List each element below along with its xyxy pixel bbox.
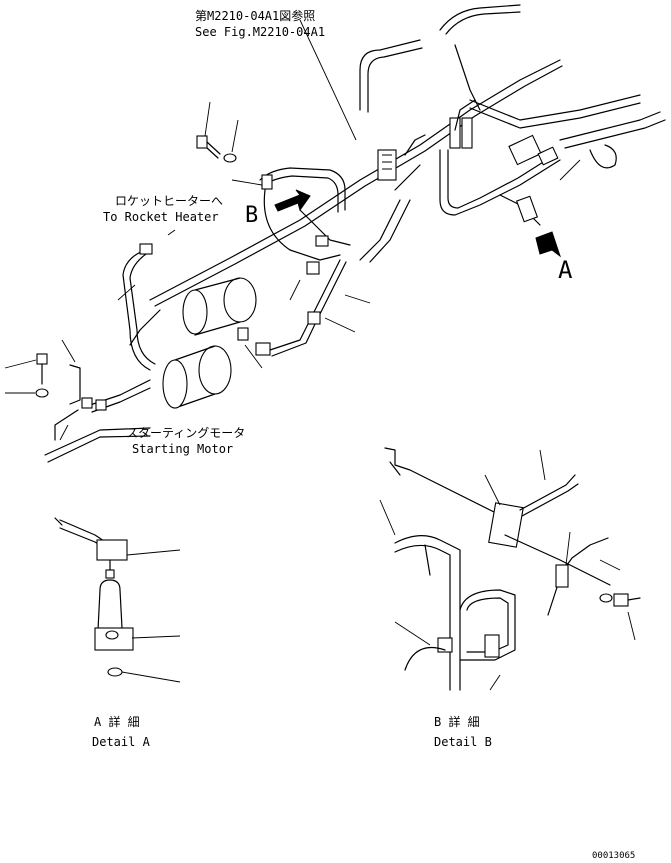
rocket-heater-label-jp: ロケットヒーターへ bbox=[115, 194, 223, 208]
main-harness-drawing bbox=[4, 4, 666, 463]
see-fig-label-jp: 第M2210-04A1図参照 bbox=[195, 8, 315, 23]
rocket-heater-label-en: To Rocket Heater bbox=[103, 210, 219, 224]
starting-motor-label-en: Starting Motor bbox=[132, 442, 233, 456]
drawing-number: 00013065 bbox=[592, 851, 635, 861]
starting-motor-label-jp: スターティングモータ bbox=[126, 426, 245, 440]
washer bbox=[223, 153, 237, 163]
detail-a-title-en: Detail A bbox=[92, 735, 151, 749]
view-a-arrow bbox=[535, 231, 561, 258]
bolt-head bbox=[196, 135, 208, 149]
detail-b-title-en: Detail B bbox=[434, 735, 492, 749]
detail-a-title-jp: A 詳 細 bbox=[94, 714, 140, 729]
view-b-marker: B bbox=[245, 203, 258, 228]
detail-a-drawing bbox=[54, 517, 181, 683]
starting-motor bbox=[89, 277, 257, 413]
view-b-arrow bbox=[274, 189, 311, 212]
see-fig-label-en: See Fig.M2210-04A1 bbox=[195, 25, 325, 39]
detail-b-drawing bbox=[379, 447, 641, 691]
view-a-marker: A bbox=[558, 256, 573, 284]
detail-b-title-jp: B 詳 細 bbox=[434, 714, 480, 729]
